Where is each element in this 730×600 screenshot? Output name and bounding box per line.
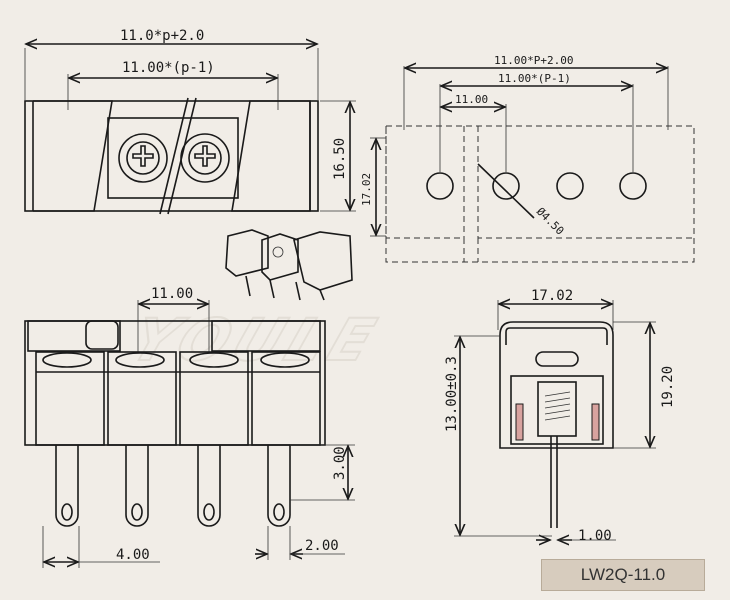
top-total-width-label: 11.0*p+2.0 [120,28,204,44]
pcb-hole-label: Ø4.50 [534,205,567,238]
top-pitch-label: 11.00*(p-1) [122,60,215,76]
pcb-height-label: 17.02 [360,173,373,206]
pcb-spacing-label: 11.00 [455,93,488,106]
pcb-pitch-label: 11.00*(P-1) [498,72,571,85]
front-pin-pitch-label: 4.00 [116,547,150,563]
front-pin-width-label: 2.00 [305,538,339,554]
side-width-label: 17.02 [531,288,573,304]
watermark: YOULE [122,307,390,375]
pcb-layout: 11.00*P+2.00 11.00*(P-1) 11.00 Ø4.50 17.… [360,54,695,263]
iso-view [225,229,353,301]
front-view: 11.00 3.00 4.00 2. [24,286,355,568]
top-height-label: 16.50 [332,138,348,180]
top-view: 11.0*p+2.0 11.00*(p-1) 16.50 [24,28,356,215]
side-view: 17.02 19.20 13.00±0.3 1.00 [444,288,676,544]
front-pitch-label: 11.00 [151,286,193,302]
side-pin-width-label: 1.00 [578,528,612,544]
side-height-label: 19.20 [660,366,676,408]
part-number-label: LW2Q-11.0 [541,559,705,591]
pcb-total-label: 11.00*P+2.00 [494,54,573,67]
front-pin-length-label: 3.00 [332,446,348,480]
side-tolerance-label: 13.00±0.3 [444,356,460,432]
